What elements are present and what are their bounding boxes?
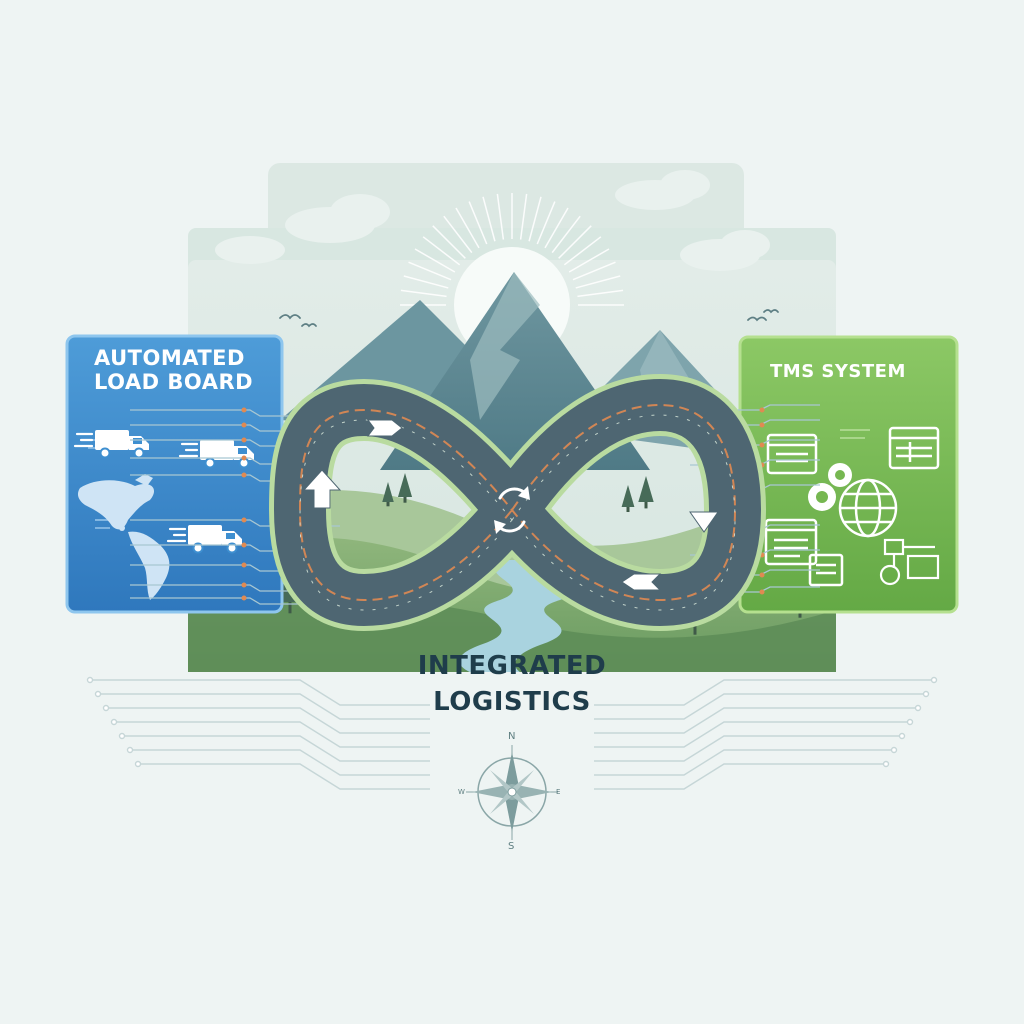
form-window-icon bbox=[764, 518, 818, 566]
cloud-icon bbox=[215, 170, 770, 271]
circuit-lines bbox=[86, 676, 938, 790]
world-map-icon bbox=[77, 474, 170, 600]
main-title-line2: LOGISTICS bbox=[433, 687, 591, 717]
truck-icon bbox=[166, 525, 242, 554]
main-title-line1: INTEGRATED bbox=[417, 651, 607, 681]
gears-icon bbox=[808, 463, 852, 511]
truck-icon bbox=[73, 430, 149, 459]
truck-icon bbox=[178, 440, 254, 469]
direction-arrow-icon bbox=[302, 419, 719, 591]
load-board-title: AUTOMATED LOAD BOARD bbox=[94, 346, 253, 394]
infinity-loop-icon bbox=[268, 373, 767, 632]
user-network-icon bbox=[879, 538, 940, 586]
compass-south-label: S bbox=[508, 841, 515, 852]
integrated-logistics-title: INTEGRATED LOGISTICS bbox=[0, 648, 1024, 720]
river bbox=[459, 560, 573, 672]
bird-icon bbox=[279, 309, 779, 328]
compass-east-label: E bbox=[556, 788, 561, 796]
sync-icon bbox=[494, 486, 530, 534]
globe-icon bbox=[838, 478, 898, 538]
tms-system-title: TMS SYSTEM bbox=[770, 361, 906, 382]
compass-north-label: N bbox=[508, 731, 516, 742]
load-board-title-line1: AUTOMATED bbox=[94, 346, 245, 370]
table-window-icon bbox=[888, 426, 940, 470]
load-board-title-line2: LOAD BOARD bbox=[94, 370, 254, 395]
compass-rose-icon bbox=[466, 745, 558, 840]
browser-window-icon bbox=[766, 433, 818, 475]
compass-west-label: W bbox=[458, 788, 465, 796]
